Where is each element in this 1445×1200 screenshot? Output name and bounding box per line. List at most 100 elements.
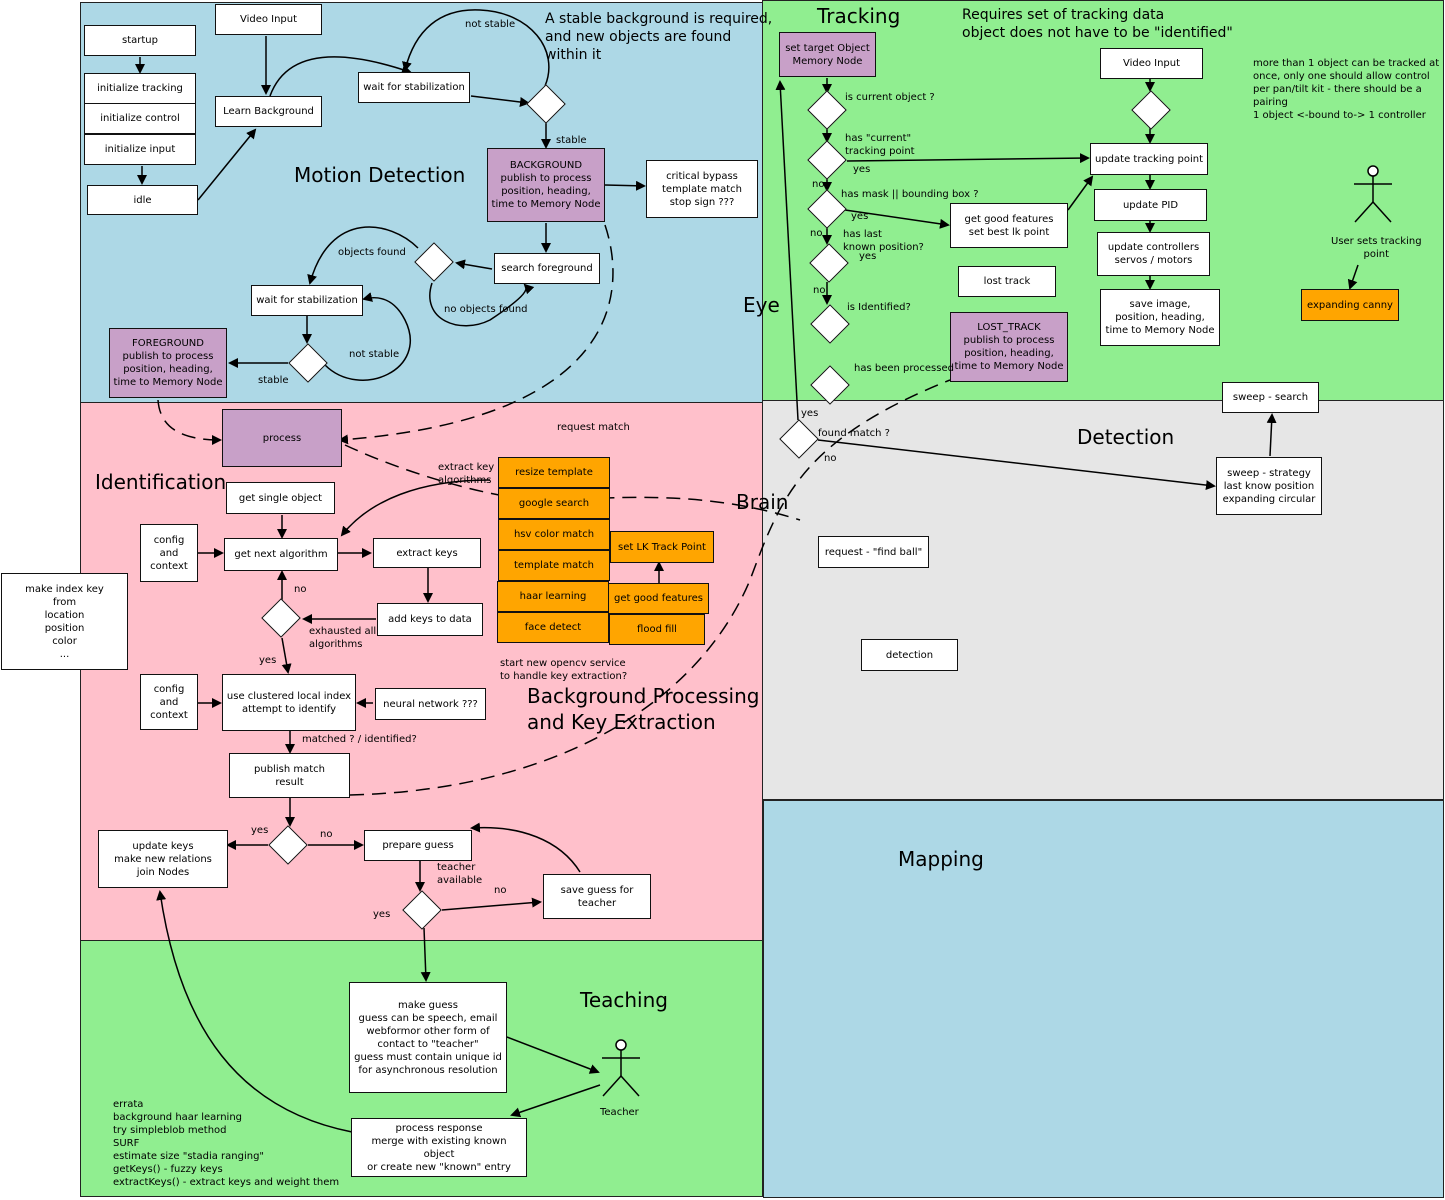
wait-stabilization-box: wait for stabilization (358, 72, 470, 103)
foreground-memory-box: FOREGROUND publish to process position, … (109, 328, 227, 398)
errata-note: errata background haar learning try simp… (113, 1099, 340, 1188)
arrow-algorithms (340, 479, 491, 537)
dashed-foreground-to-process (157, 399, 222, 445)
make-index-key-box: make index key from location position co… (1, 573, 128, 670)
update-keys-box: update keys make new relations join Node… (98, 830, 228, 888)
arrow-bypass (604, 180, 646, 191)
algo-get-good-features-box: get good features (608, 583, 709, 614)
tracking-requirements-note: Requires set of tracking data object doe… (962, 7, 1233, 41)
arrow-exhausted (281, 637, 292, 674)
startup-box: startup (84, 25, 196, 56)
init-tracking-box: initialize tracking (84, 73, 196, 104)
detection-title: Detection (1077, 425, 1175, 449)
learn-background-box: Learn Background (215, 96, 322, 127)
extract-key-algorithms-label: extract key algorithms (438, 462, 495, 486)
no-objects-found-label: no objects found (444, 304, 528, 315)
expanding-canny-box: expanding canny (1301, 289, 1399, 321)
extract-keys-box: extract keys (373, 538, 481, 568)
save-image-box: save image, position, heading, time to M… (1100, 289, 1220, 346)
yes-label: yes (259, 655, 277, 666)
arrow-objects-found (307, 226, 419, 285)
prepare-guess-box: prepare guess (364, 830, 472, 861)
exhausted-label: exhausted all algorithms (309, 626, 377, 650)
google-search-box: google search (498, 488, 610, 519)
no-1-label: no (812, 179, 825, 190)
dashed-background-to-process (338, 224, 614, 445)
flood-fill-box: flood fill (609, 614, 705, 645)
is-identified-label: is Identified? (847, 302, 911, 313)
process-box: process (222, 409, 342, 467)
user-sets-label: User sets tracking point (1331, 236, 1422, 260)
has-current-label: has "current" tracking point (845, 133, 915, 157)
set-lk-track-point-box: set LK Track Point (610, 531, 714, 563)
arrow-save-loop (470, 822, 581, 873)
idle-box: idle (87, 185, 198, 215)
yes-2-label: yes (251, 825, 269, 836)
update-pid-box: update PID (1094, 189, 1207, 221)
multi-object-note: more than 1 object can be tracked at onc… (1253, 58, 1440, 121)
not-stable-2-label: not stable (349, 349, 400, 360)
arrow-no-objects (429, 282, 535, 327)
has-last-label: has last known position? (843, 229, 924, 253)
teaching-title: Teaching (580, 988, 668, 1012)
teacher-actor-icon (602, 1039, 640, 1097)
arrow-not-stable (402, 9, 550, 87)
no-label: no (294, 584, 307, 595)
sweep-strategy-box: sweep - strategy last know position expa… (1216, 457, 1322, 515)
has-mask-label: has mask || bounding box ? (841, 189, 979, 200)
critical-bypass-box: critical bypass template match stop sign… (646, 160, 758, 218)
arrow-wait-stab (470, 95, 530, 107)
tracking-title: Tracking (817, 4, 901, 28)
background-memory-box: BACKGROUND publish to process position, … (487, 148, 605, 222)
init-control-box: initialize control (84, 103, 196, 134)
arrow-to-update-keys (156, 890, 353, 1133)
arrow-features-update (1067, 175, 1094, 211)
tracking-video-input-box: Video Input (1100, 48, 1203, 79)
arrow-user-canny (1347, 264, 1359, 290)
arrow-save-guess (441, 897, 542, 911)
arrow-to-make-guess (420, 927, 431, 982)
config-context-2-box: config and context (140, 674, 198, 730)
sweep-search-box: sweep - search (1222, 382, 1319, 413)
detection-region (762, 400, 1444, 800)
teacher-label: Teacher (600, 1107, 639, 1118)
arrow-search-diamond (455, 259, 493, 270)
not-stable-label: not stable (465, 19, 516, 30)
arrow-found-no (817, 439, 1216, 491)
yes-3-label: yes (373, 909, 391, 920)
haar-learning-box: haar learning (497, 581, 609, 612)
wait-stabilization-2-box: wait for stabilization (251, 285, 363, 316)
brain-title: Brain (736, 490, 789, 514)
save-guess-box: save guess for teacher (543, 874, 651, 919)
arrow-current-yes (846, 153, 1090, 164)
get-next-algorithm-box: get next algorithm (224, 538, 338, 571)
clustered-index-box: use clustered local index attempt to ide… (222, 674, 356, 731)
detection-box: detection (861, 639, 958, 671)
face-detect-box: face detect (497, 612, 609, 643)
resize-template-box: resize template (498, 457, 610, 488)
teacher-available-label: teacher available (437, 862, 483, 886)
no-3-label-tracking: no (813, 285, 826, 296)
set-target-box: set target Object Memory Node (779, 32, 876, 77)
is-current-label: is current object ? (845, 92, 935, 103)
opencv-service-note: start new opencv service to handle key e… (500, 658, 628, 682)
lost-track-box: lost track (958, 266, 1056, 297)
stable-background-note: A stable background is required, and new… (545, 11, 773, 63)
arrow-to-teacher (506, 1036, 600, 1074)
hsv-color-match-box: hsv color match (498, 519, 610, 550)
config-context-1-box: config and context (140, 524, 198, 582)
update-controllers-box: update controllers servos / motors (1097, 232, 1210, 276)
identification-title: Identification (95, 470, 227, 494)
motion-detection-title: Motion Detection (294, 163, 466, 187)
yes-1-label: yes (853, 164, 871, 175)
add-keys-box: add keys to data (377, 603, 483, 636)
background-processing-title: Background Processing and Key Extraction (527, 684, 760, 734)
has-been-processed-label: has been processed (854, 363, 954, 374)
tracking-get-good-features-box: get good features set best lk point (950, 203, 1068, 248)
video-input-box: Video Input (215, 4, 322, 35)
update-tracking-point-box: update tracking point (1090, 143, 1208, 175)
arrow-sweep (1266, 413, 1277, 457)
get-single-object-box: get single object (226, 482, 335, 514)
objects-found-label: objects found (338, 247, 406, 258)
found-match-label: found match ? (818, 428, 890, 439)
